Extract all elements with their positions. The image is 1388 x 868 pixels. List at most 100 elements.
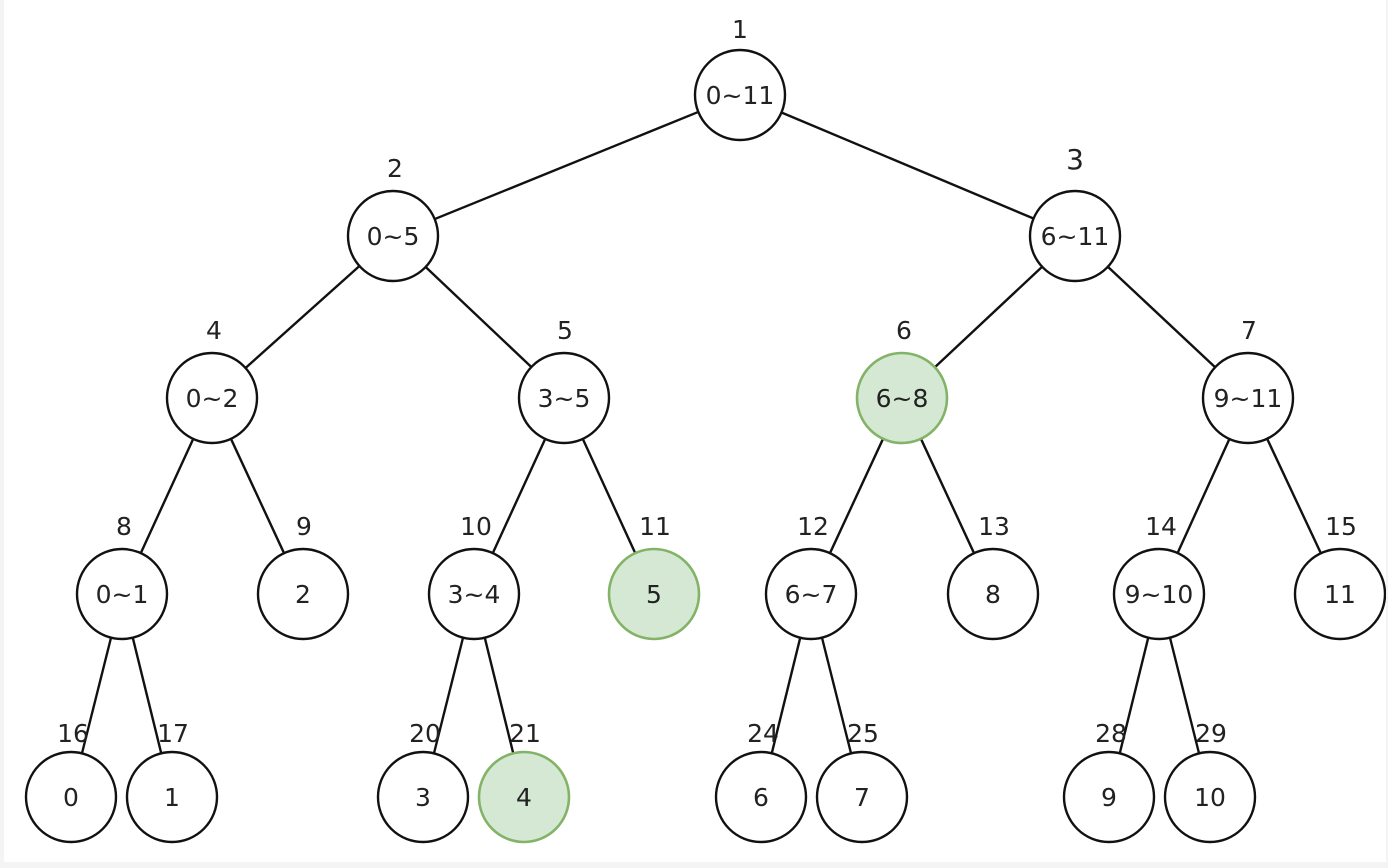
node-index-label: 7 <box>1241 316 1257 345</box>
edge-3-6 <box>934 265 1043 369</box>
node-index-label: 3 <box>1066 143 1084 176</box>
node-circle <box>946 547 1040 641</box>
node-range-label: 6 <box>753 783 769 812</box>
node-range-label: 0~5 <box>367 222 420 251</box>
node-index-label: 5 <box>557 316 573 345</box>
node-circle <box>1062 750 1156 844</box>
node-index-label: 1 <box>732 15 748 44</box>
node-range-label: 1 <box>164 783 180 812</box>
tree-node-3: 6~11 3 <box>1028 143 1122 283</box>
node-index-label: 9 <box>296 512 312 541</box>
tree-node-10: 3~410 <box>427 512 521 641</box>
node-range-label: 3~5 <box>538 384 591 413</box>
tree-node-2: 0~52 <box>346 154 440 283</box>
tree-node-21: 4 21 <box>477 719 571 844</box>
tree-node-1: 0~11 1 <box>693 15 787 142</box>
node-circle <box>714 750 808 844</box>
tree-node-5: 3~5 5 <box>517 316 611 445</box>
node-circle <box>125 750 219 844</box>
edges <box>80 110 1322 754</box>
edge-14-29 <box>1168 637 1201 754</box>
node-range-label: 11 <box>1324 580 1356 609</box>
tree-node-24: 6 24 <box>714 719 808 844</box>
node-circle <box>1112 547 1206 641</box>
node-index-label: 21 <box>509 719 541 748</box>
node-range-label: 7 <box>854 783 870 812</box>
node-range-label: 0~1 <box>96 580 149 609</box>
node-range-label: 6~8 <box>876 384 929 413</box>
node-index-label: 13 <box>978 512 1010 541</box>
edge-2-4 <box>244 265 361 369</box>
node-index-label: 6 <box>896 316 912 345</box>
node-range-label: 4 <box>516 783 532 812</box>
tree-node-20: 320 <box>376 719 470 844</box>
node-index-label: 24 <box>747 719 779 748</box>
edge-10-20 <box>432 637 465 754</box>
node-circle <box>517 351 611 445</box>
node-index-label: 29 <box>1195 719 1227 748</box>
node-range-label: 8 <box>985 580 1001 609</box>
edge-3-7 <box>1107 265 1216 369</box>
nodes: 0~1110~526~1130~243~556~869~1170~18293~4… <box>24 15 1386 844</box>
node-index-label: 14 <box>1145 512 1177 541</box>
edge-4-8 <box>139 438 195 554</box>
node-circle <box>815 750 909 844</box>
node-index-label: 28 <box>1095 719 1127 748</box>
node-circle <box>165 351 259 445</box>
edge-7-15 <box>1266 438 1322 554</box>
edge-1-2 <box>434 110 699 221</box>
tree-node-9: 29 <box>256 512 350 641</box>
tree-node-16: 0 16 <box>24 719 118 844</box>
node-range-label: 9 <box>1101 783 1117 812</box>
edge-1-3 <box>781 111 1034 220</box>
tree-node-13: 8 13 <box>946 512 1040 641</box>
node-circle <box>1163 750 1257 844</box>
node-range-label: 2 <box>295 580 311 609</box>
node-index-label: 11 <box>639 512 671 541</box>
node-range-label: 3 <box>415 783 431 812</box>
node-circle <box>1293 547 1386 641</box>
tree-node-8: 0~1 8 <box>75 512 169 641</box>
node-circle <box>75 547 169 641</box>
node-circle <box>855 351 949 445</box>
node-circle <box>376 750 470 844</box>
tree-node-25: 725 <box>815 719 909 844</box>
tree-node-12: 6~712 <box>764 512 858 641</box>
tree-node-28: 9 28 <box>1062 719 1156 844</box>
node-index-label: 12 <box>797 512 829 541</box>
edge-5-10 <box>491 438 547 554</box>
node-index-label: 4 <box>206 316 222 345</box>
node-index-label: 17 <box>157 719 189 748</box>
node-circle <box>607 547 701 641</box>
tree-node-17: 1 17 <box>125 719 219 844</box>
node-circle <box>693 48 787 142</box>
edge-6-12 <box>828 438 885 554</box>
tree-node-11: 5 11 <box>607 512 701 641</box>
edge-5-11 <box>581 438 637 554</box>
node-index-label: 10 <box>460 512 492 541</box>
tree-node-29: 10 29 <box>1163 719 1257 844</box>
node-range-label: 5 <box>646 580 662 609</box>
node-range-label: 0 <box>63 783 79 812</box>
node-range-label: 0~11 <box>706 81 775 110</box>
tree-node-4: 0~2 4 <box>165 316 259 445</box>
node-index-label: 15 <box>1325 512 1357 541</box>
node-range-label: 6~11 <box>1041 222 1110 251</box>
edge-10-21 <box>483 637 515 754</box>
node-index-label: 16 <box>57 719 89 748</box>
node-index-label: 8 <box>116 512 132 541</box>
node-circle <box>1028 189 1122 283</box>
edge-7-14 <box>1176 438 1231 554</box>
edge-4-9 <box>229 438 286 554</box>
node-circle <box>256 547 350 641</box>
node-circle <box>427 547 521 641</box>
node-range-label: 9~11 <box>1214 384 1283 413</box>
edge-8-16 <box>80 637 113 754</box>
node-range-label: 10 <box>1194 783 1226 812</box>
node-circle <box>477 750 571 844</box>
tree-node-15: 11 15 <box>1293 512 1386 641</box>
node-range-label: 0~2 <box>186 384 239 413</box>
edge-12-25 <box>820 637 853 754</box>
